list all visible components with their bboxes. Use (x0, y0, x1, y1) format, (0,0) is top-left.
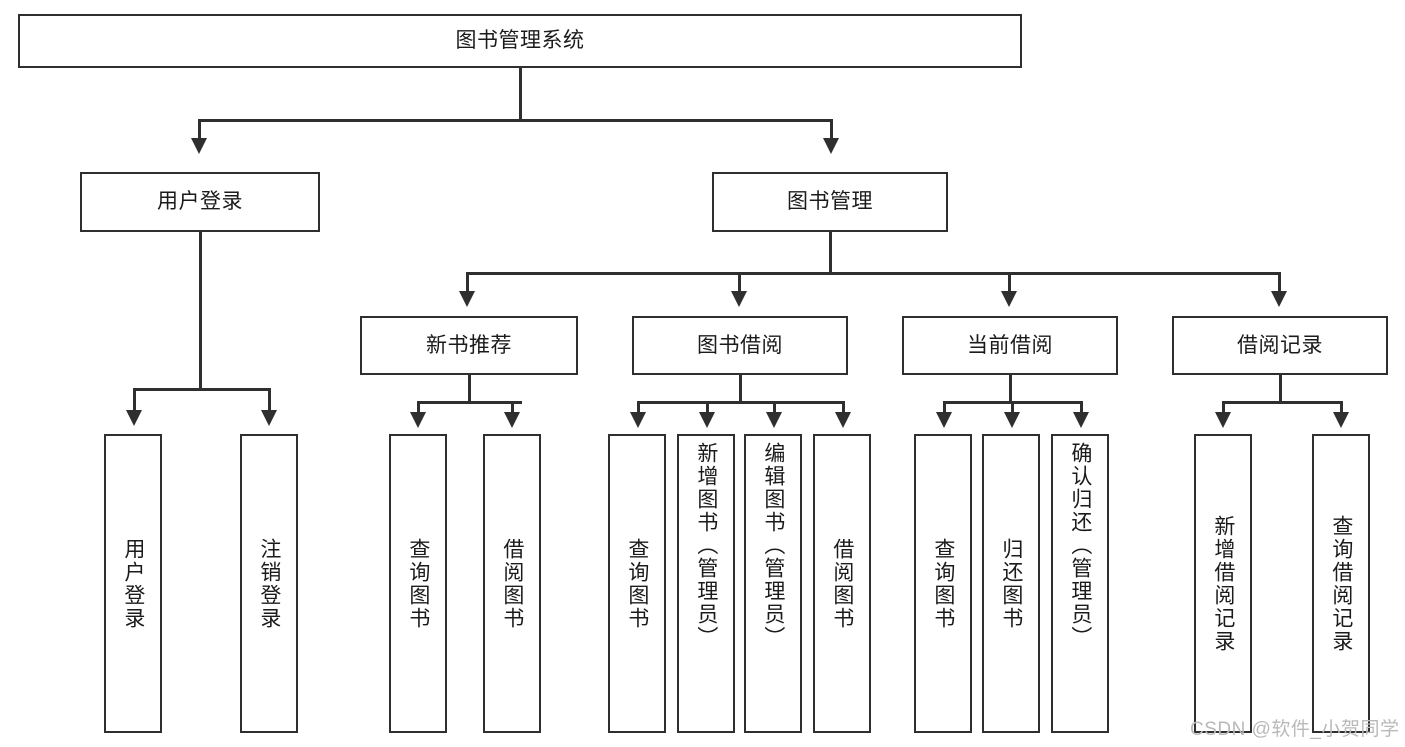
node-label: 借阅记录 (1237, 333, 1323, 357)
node-book-management[interactable]: 图书管理 (712, 172, 948, 232)
arrowhead-book-management (823, 138, 839, 154)
node-label: 用户登录 (121, 537, 145, 630)
arrowhead-user-login-leaf-2 (261, 410, 277, 426)
edge-book-borrow-bus (637, 401, 845, 404)
leaf-book-borrow-edit-book-admin[interactable]: 编辑图书（管理员） (744, 434, 802, 733)
edge-root-to-book-management (830, 119, 833, 141)
edge-nb-to-leaf-1 (417, 401, 420, 415)
edge-bb-to-leaf-4 (842, 401, 845, 415)
arrowhead-cb-leaf-1 (936, 412, 952, 428)
leaf-book-borrow-add-book-admin[interactable]: 新增图书（管理员） (677, 434, 735, 733)
edge-br-to-leaf-2 (1340, 401, 1343, 415)
arrowhead-nb-leaf-2 (504, 412, 520, 428)
edge-new-book-bus (417, 401, 522, 404)
leaf-borrow-record-add-record[interactable]: 新增借阅记录 (1194, 434, 1252, 733)
edge-user-login-to-leaf-1 (133, 388, 136, 413)
edge-book-borrow-stem (739, 375, 742, 403)
edge-new-book-stem (468, 375, 471, 403)
arrowhead-br-leaf-2 (1333, 412, 1349, 428)
node-label: 编辑图书（管理员） (761, 442, 785, 649)
node-label: 用户登录 (157, 190, 243, 214)
leaf-borrow-record-query-record[interactable]: 查询借阅记录 (1312, 434, 1370, 733)
edge-current-borrow-stem (1009, 375, 1012, 403)
node-label: 借阅图书 (500, 537, 524, 630)
node-borrow-record[interactable]: 借阅记录 (1172, 316, 1388, 375)
node-label: 新增图书（管理员） (694, 442, 718, 649)
leaf-user-login-logout[interactable]: 注销登录 (240, 434, 298, 733)
node-label: 注销登录 (257, 537, 281, 630)
arrowhead-user-login-leaf-1 (126, 410, 142, 426)
node-label: 归还图书 (999, 537, 1023, 630)
node-label: 新增借阅记录 (1211, 514, 1235, 653)
watermark-text: CSDN @软件_小贺同学 (1190, 719, 1400, 740)
node-label: 查询图书 (406, 537, 430, 630)
edge-bb-to-leaf-1 (637, 401, 640, 415)
edge-root-to-user-login (198, 119, 201, 141)
edge-user-login-bus (133, 388, 270, 391)
node-label: 查询图书 (625, 537, 649, 630)
node-label: 当前借阅 (967, 333, 1053, 357)
edge-user-login-to-leaf-2 (268, 388, 271, 413)
leaf-new-book-borrow-book[interactable]: 借阅图书 (483, 434, 541, 733)
arrowhead-br-leaf-1 (1215, 412, 1231, 428)
node-label: 查询图书 (931, 537, 955, 630)
arrowhead-bb-leaf-1 (630, 412, 646, 428)
leaf-current-borrow-return-book[interactable]: 归还图书 (982, 434, 1040, 733)
node-root-book-management-system[interactable]: 图书管理系统 (18, 14, 1022, 68)
leaf-current-borrow-query-book[interactable]: 查询图书 (914, 434, 972, 733)
arrowhead-user-login (191, 138, 207, 154)
edge-bm-to-book-borrow (738, 272, 741, 294)
arrowhead-borrow-record (1271, 291, 1287, 307)
edge-root-stem (519, 68, 522, 120)
edge-cb-to-leaf-1 (943, 401, 946, 415)
leaf-book-borrow-borrow-book[interactable]: 借阅图书 (813, 434, 871, 733)
arrowhead-cb-leaf-2 (1004, 412, 1020, 428)
leaf-new-book-query-book[interactable]: 查询图书 (389, 434, 447, 733)
leaf-current-borrow-confirm-return-admin[interactable]: 确认归还（管理员） (1051, 434, 1109, 733)
edge-cb-to-leaf-2 (1011, 401, 1014, 415)
arrowhead-book-borrow (731, 291, 747, 307)
edge-bm-to-current-borrow (1008, 272, 1011, 294)
arrowhead-bb-leaf-2 (699, 412, 715, 428)
arrowhead-cb-leaf-3 (1073, 412, 1089, 428)
edge-bb-to-leaf-3 (773, 401, 776, 415)
edge-cb-to-leaf-3 (1080, 401, 1083, 415)
node-label: 查询借阅记录 (1329, 514, 1353, 653)
edge-root-bus (198, 119, 832, 122)
edge-book-management-bus (466, 272, 1280, 275)
node-new-book-recommend[interactable]: 新书推荐 (360, 316, 578, 375)
edge-user-login-stem (199, 232, 202, 390)
edge-bm-to-new-book (466, 272, 469, 294)
edge-bb-to-leaf-2 (706, 401, 709, 415)
node-label: 图书管理 (787, 190, 873, 214)
node-user-login[interactable]: 用户登录 (80, 172, 320, 232)
edge-br-to-leaf-1 (1222, 401, 1225, 415)
arrowhead-new-book-recommend (459, 291, 475, 307)
arrowhead-nb-leaf-1 (410, 412, 426, 428)
node-label: 图书借阅 (697, 333, 783, 357)
node-book-borrow[interactable]: 图书借阅 (632, 316, 848, 375)
arrowhead-bb-leaf-4 (835, 412, 851, 428)
node-label: 确认归还（管理员） (1068, 442, 1092, 649)
arrowhead-current-borrow (1001, 291, 1017, 307)
edge-nb-to-leaf-2 (511, 401, 514, 415)
arrowhead-bb-leaf-3 (766, 412, 782, 428)
leaf-user-login-login[interactable]: 用户登录 (104, 434, 162, 733)
edge-book-management-stem (829, 232, 832, 273)
edge-borrow-record-bus (1222, 401, 1342, 404)
node-label: 新书推荐 (426, 333, 512, 357)
node-label: 图书管理系统 (455, 29, 585, 53)
node-current-borrow[interactable]: 当前借阅 (902, 316, 1118, 375)
leaf-book-borrow-query-book[interactable]: 查询图书 (608, 434, 666, 733)
edge-bm-to-borrow-record (1278, 272, 1281, 294)
node-label: 借阅图书 (830, 537, 854, 630)
edge-borrow-record-stem (1279, 375, 1282, 403)
